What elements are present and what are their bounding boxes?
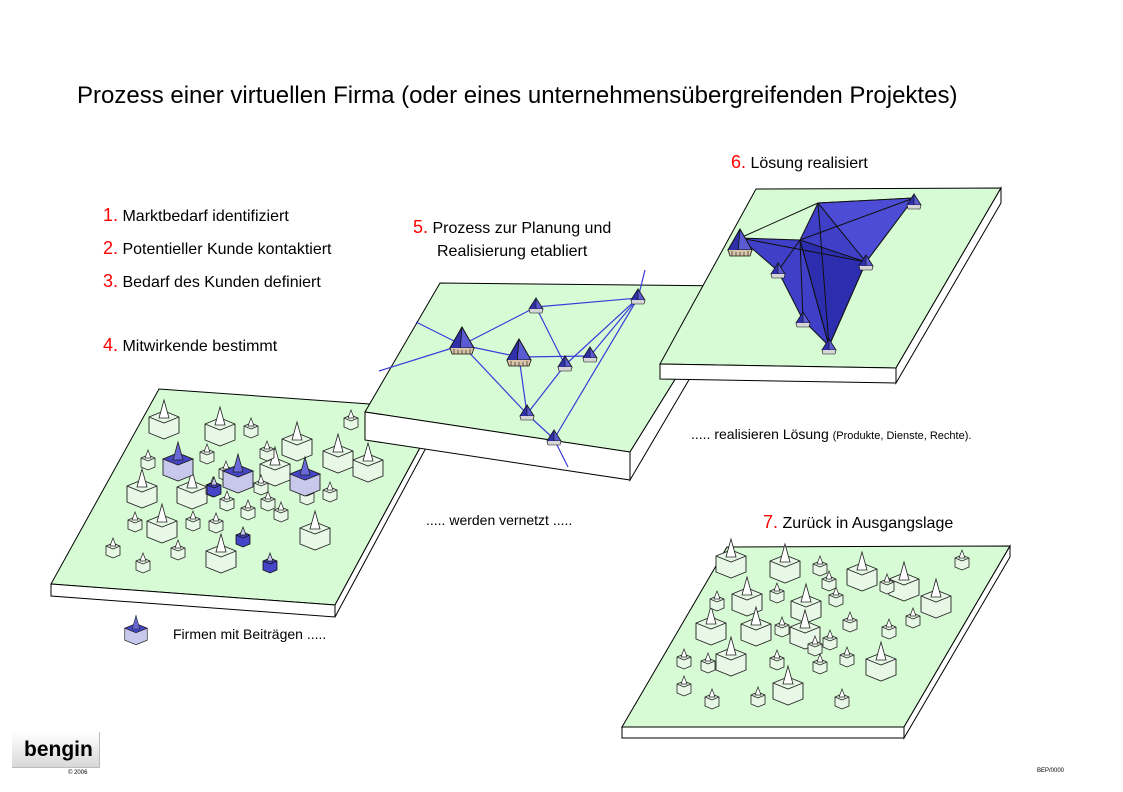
step-number: 3.	[103, 271, 119, 291]
step-number: 6.	[731, 152, 747, 172]
caption-realize-solution: ..... realisieren Lösung (Produkte, Dien…	[691, 426, 971, 442]
caption-realize-text: ..... realisieren Lösung	[691, 426, 829, 442]
step-1: 1. Marktbedarf identifiziert	[103, 205, 289, 226]
step-5: 5. Prozess zur Planung und	[413, 217, 611, 238]
step-label: Bedarf des Kunden definiert	[122, 274, 321, 291]
step-number: 5.	[413, 217, 429, 237]
page-title: Prozess einer virtuellen Firma (oder ein…	[77, 82, 958, 109]
step-number: 2.	[103, 238, 119, 258]
step-label: Marktbedarf identifiziert	[122, 208, 289, 225]
step-label: Prozess zur Planung und	[432, 220, 612, 237]
caption-networked: ..... werden vernetzt .....	[426, 512, 573, 528]
step-3: 3. Bedarf des Kunden definiert	[103, 271, 321, 292]
step-6: 6. Lösung realisiert	[731, 152, 868, 173]
step-number: 1.	[103, 205, 119, 225]
step-label: Potentieller Kunde kontaktiert	[122, 241, 332, 258]
step-label: Lösung realisiert	[750, 155, 868, 172]
step-5-line-2: Realisierung etabliert	[437, 243, 588, 260]
bengin-logo: bengin	[12, 732, 100, 768]
step-4: 4. Mitwirkende bestimmt	[103, 335, 277, 356]
step-number: 7.	[763, 512, 779, 532]
step-label: Zurück in Ausgangslage	[782, 515, 954, 532]
legend-label: Firmen mit Beiträgen .....	[173, 626, 327, 642]
legend-contributor-icon	[124, 615, 148, 646]
copyright: © 2006	[68, 770, 88, 776]
document-reference: BEP/0000	[1037, 768, 1065, 774]
step-number: 4.	[103, 335, 119, 355]
plate-companies	[50, 388, 442, 618]
step-7: 7. Zurück in Ausgangslage	[763, 512, 953, 533]
caption-realize-detail: (Produkte, Dienste, Rechte).	[832, 430, 972, 442]
step-2: 2. Potentieller Kunde kontaktiert	[103, 238, 331, 259]
step-label: Mitwirkende bestimmt	[122, 338, 278, 355]
